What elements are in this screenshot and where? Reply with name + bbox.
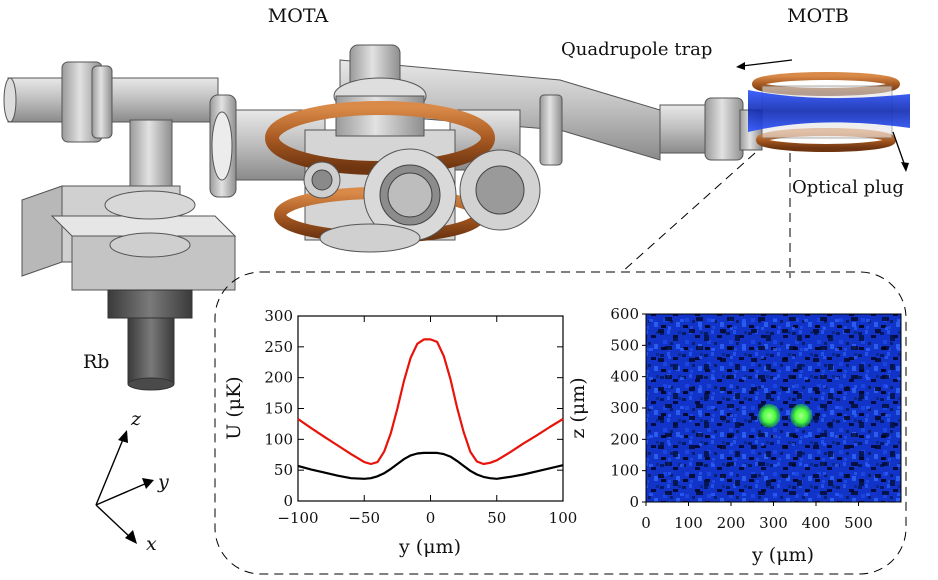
vacuum-apparatus <box>3 44 910 391</box>
heatmap-xlabel: y (μm) <box>751 544 814 566</box>
motb-label: MOTB <box>787 5 849 27</box>
heatmap-xtick-label: 500 <box>844 514 873 532</box>
line-chart-ytick-label: 250 <box>264 338 293 356</box>
atom-cloud-spot <box>758 403 781 428</box>
heatmap-xtick-label: 300 <box>759 514 788 532</box>
heatmap-ytick-label: 300 <box>610 399 639 417</box>
line-chart-xtick-label: −50 <box>348 509 380 527</box>
atom-cloud-spot <box>790 403 813 428</box>
line-chart-xlabel: y (μm) <box>398 536 461 558</box>
line-chart-ytick-label: 300 <box>264 307 293 325</box>
line-chart-ytick-label: 100 <box>264 430 293 448</box>
line-chart-ytick-label: 50 <box>274 461 293 479</box>
line-chart-ytick-label: 0 <box>283 492 293 510</box>
heatmap-ylabel: z (μm) <box>567 377 589 438</box>
line-chart-ylabel: U (μK) <box>223 376 245 439</box>
heatmap-xtick-label: 400 <box>802 514 831 532</box>
line-chart-xtick-label: 100 <box>549 509 578 527</box>
absorption-image-heatmap: 0 100 200 300 400 500 0 100 200 300 400 500 600 y (μ… <box>567 305 902 566</box>
heatmap-xtick-label: 200 <box>717 514 746 532</box>
z-axis-label: z <box>130 408 142 430</box>
heatmap-ytick-label: 600 <box>610 305 639 323</box>
line-chart-ytick-label: 150 <box>264 400 293 418</box>
line-chart-xtick-label: −100 <box>277 509 318 527</box>
heatmap-ytick-label: 500 <box>610 336 639 354</box>
line-chart-xtick-label: 0 <box>426 509 436 527</box>
heatmap-ytick-label: 100 <box>610 462 639 480</box>
label-arrows <box>736 59 909 172</box>
zoom-callout <box>214 152 907 575</box>
quadrupole-trap-label: Quadrupole trap <box>561 39 712 60</box>
y-axis-label: y <box>157 471 169 493</box>
line-chart-xtick-label: 50 <box>487 509 506 527</box>
heatmap-ytick-label: 200 <box>610 430 639 448</box>
heatmap-xtick-label: 100 <box>674 514 703 532</box>
black-potential-curve <box>297 451 564 480</box>
optical-plug-label: Optical plug <box>792 177 904 198</box>
red-potential-curve <box>297 338 564 466</box>
potential-line-chart: −100 −50 0 50 100 0 50 100 150 200 250 300 y (μm) U… <box>223 307 577 558</box>
rb-label: Rb <box>83 351 109 373</box>
line-chart-frame <box>297 315 564 502</box>
heatmap-ytick-label: 400 <box>610 368 639 386</box>
x-axis-label: x <box>146 533 157 555</box>
mota-label: MOTA <box>268 5 329 27</box>
axes-triad: z y x <box>95 408 169 555</box>
line-chart-ytick-label: 200 <box>264 369 293 387</box>
heatmap-xtick-label: 0 <box>641 514 651 532</box>
heatmap-ytick-label: 0 <box>629 493 639 511</box>
